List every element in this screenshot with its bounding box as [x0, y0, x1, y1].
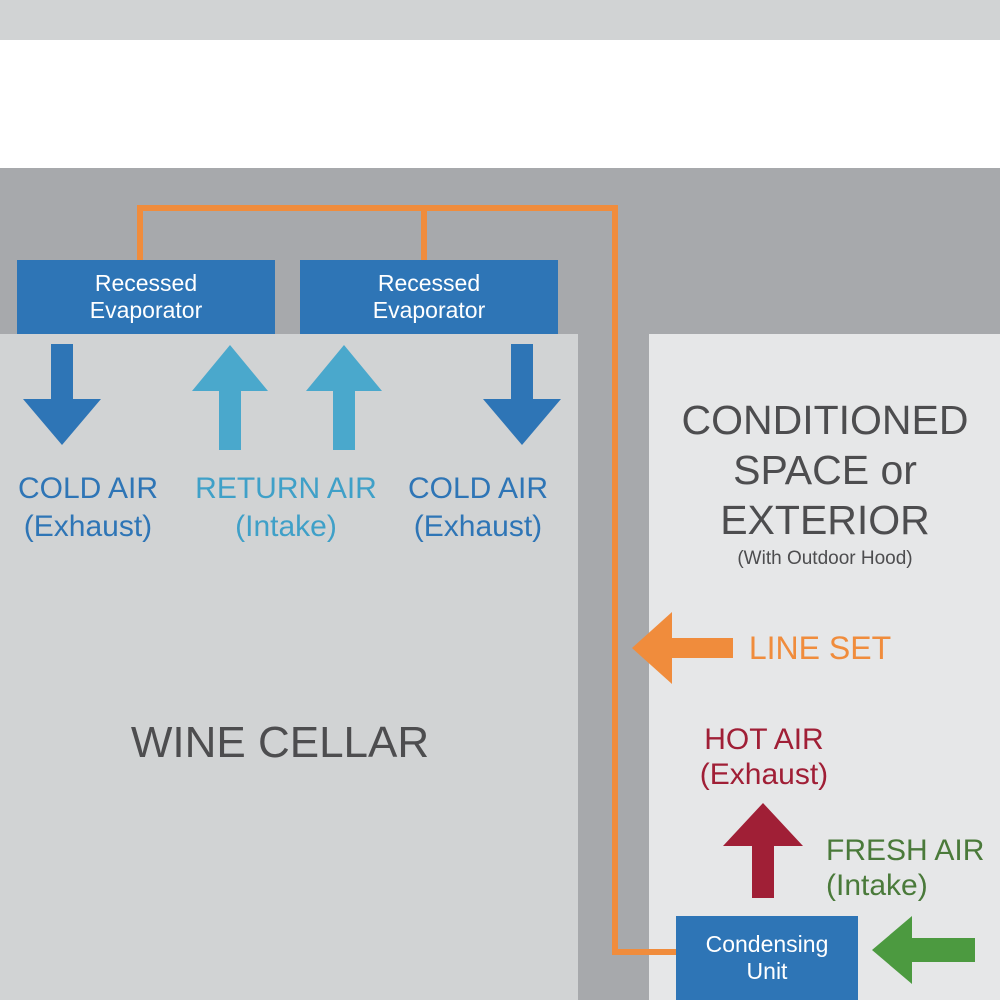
condensing-unit-box: Condensing Unit [676, 916, 858, 1000]
hot-air-label: HOT AIR (Exhaust) [680, 722, 848, 792]
fresh-air-label: FRESH AIR (Intake) [826, 833, 1000, 903]
conditioned-space-area [649, 334, 1000, 1000]
return-air-label-line2: (Intake) [235, 510, 337, 543]
cold-air-label-line2: (Exhaust) [413, 510, 543, 543]
fresh-air-label-line2: (Intake) [826, 869, 928, 902]
conditioned-label-line2: SPACE or [733, 447, 917, 493]
conditioned-label-line1: CONDITIONED [681, 397, 969, 443]
conditioned-space-label: CONDITIONED SPACE or EXTERIOR [660, 395, 990, 545]
cold-air-label-line1: COLD AIR [407, 472, 549, 505]
wine-cellar-area [0, 334, 578, 1000]
hot-air-label-line1: HOT AIR [704, 723, 824, 756]
recessed-evaporator-box: Recessed Evaporator [17, 260, 275, 334]
return-air-label-line1: RETURN AIR [195, 472, 377, 505]
wine-cellar-label: WINE CELLAR [130, 718, 430, 767]
top-band [0, 0, 1000, 40]
return-air-label: RETURN AIR (Intake) [188, 470, 384, 546]
return-air-arrow-icon [192, 345, 268, 450]
line-set-pipe [137, 205, 676, 955]
evaporator-label-line2: Evaporator [372, 297, 486, 323]
cold-air-label-line1: COLD AIR [17, 472, 159, 505]
cold-air-arrow-icon [483, 344, 561, 445]
recessed-evaporator-box: Recessed Evaporator [300, 260, 558, 334]
hot-air-label-line2: (Exhaust) [699, 758, 829, 791]
evaporator-label-line1: Recessed [377, 270, 481, 296]
fresh-air-arrow-icon [872, 916, 975, 984]
line-set-arrow-icon [632, 612, 733, 684]
condensing-unit-label-line1: Condensing [705, 931, 829, 957]
line-set-label: LINE SET [748, 630, 892, 666]
evaporator-label-line2: Evaporator [89, 297, 203, 323]
return-air-arrow-icon [306, 345, 382, 450]
conditioned-label-line3: EXTERIOR [720, 497, 930, 543]
cold-air-label: COLD AIR (Exhaust) [390, 470, 566, 546]
hot-air-arrow-icon [723, 803, 803, 898]
fresh-air-label-line1: FRESH AIR [826, 834, 985, 867]
condensing-unit-label-line2: Unit [746, 958, 788, 984]
cold-air-label-line2: (Exhaust) [23, 510, 153, 543]
outdoor-hood-note: (With Outdoor Hood) [737, 548, 913, 569]
cold-air-label: COLD AIR (Exhaust) [0, 470, 176, 546]
evaporator-label-line1: Recessed [94, 270, 198, 296]
cold-air-arrow-icon [23, 344, 101, 445]
